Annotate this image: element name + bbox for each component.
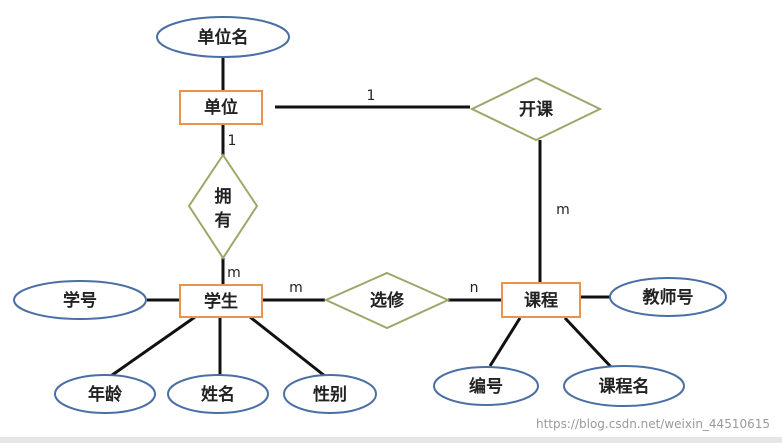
- connector-lines: [104, 58, 614, 382]
- relationship-kaike-label: 开课: [519, 100, 554, 120]
- entity-kecheng-label: 课程: [524, 291, 558, 311]
- attribute-xuehao-label: 学号: [63, 290, 97, 311]
- attribute-danweiming: [156, 16, 290, 58]
- cardinality-kaike-kecheng: m: [556, 202, 570, 218]
- attribute-jiaoshihao-label: 教师号: [642, 287, 694, 308]
- entity-xuesheng: [179, 284, 263, 318]
- relationship-xuanxiu-label: 选修: [370, 290, 405, 311]
- attribute-bianhao-label: 编号: [469, 376, 503, 397]
- relationship-xuanxiu: [323, 271, 451, 330]
- attribute-nianling: [54, 374, 156, 414]
- attribute-xingbie: [283, 374, 377, 414]
- line-xuesheng-xingbie: [249, 315, 331, 382]
- cardinality-xuesheng-xuanxiu: m: [289, 280, 303, 296]
- cardinality-yongyou-xuesheng: m: [227, 265, 241, 281]
- relationship-yongyou-label-bottom: 有: [215, 210, 232, 231]
- cardinality-danwei-yongyou: 1: [228, 133, 237, 149]
- attribute-xingming: [167, 374, 269, 414]
- attribute-kechengming: [563, 365, 685, 407]
- attribute-danweiming-label: 单位名: [198, 27, 249, 48]
- attribute-xingbie-label: 性别: [313, 384, 347, 405]
- relationship-yongyou-label-top: 拥: [215, 186, 232, 207]
- watermark: https://blog.csdn.net/weixin_44510615: [536, 417, 770, 431]
- entity-danwei-label: 单位: [204, 97, 238, 118]
- attribute-bianhao: [433, 366, 539, 406]
- entity-danwei: [179, 90, 263, 125]
- line-xuesheng-nianling: [104, 315, 196, 382]
- attribute-jiaoshihao: [609, 277, 727, 317]
- relationship-kaike: [469, 76, 603, 142]
- cardinality-danwei-kaike: 1: [367, 88, 376, 104]
- entity-xuesheng-label: 学生: [204, 291, 238, 312]
- entity-kecheng: [501, 282, 581, 318]
- line-kecheng-bianhao: [488, 317, 522, 367]
- bottom-bar: [0, 437, 782, 443]
- attribute-xuehao: [13, 280, 147, 320]
- attribute-nianling-label: 年龄: [88, 384, 123, 405]
- line-kecheng-kechengming: [563, 316, 614, 370]
- attribute-xingming-label: 姓名: [201, 384, 235, 405]
- relationship-yongyou: [187, 153, 259, 260]
- attribute-kechengming-label: 课程名: [599, 376, 650, 397]
- cardinality-xuanxiu-kecheng: n: [470, 280, 479, 296]
